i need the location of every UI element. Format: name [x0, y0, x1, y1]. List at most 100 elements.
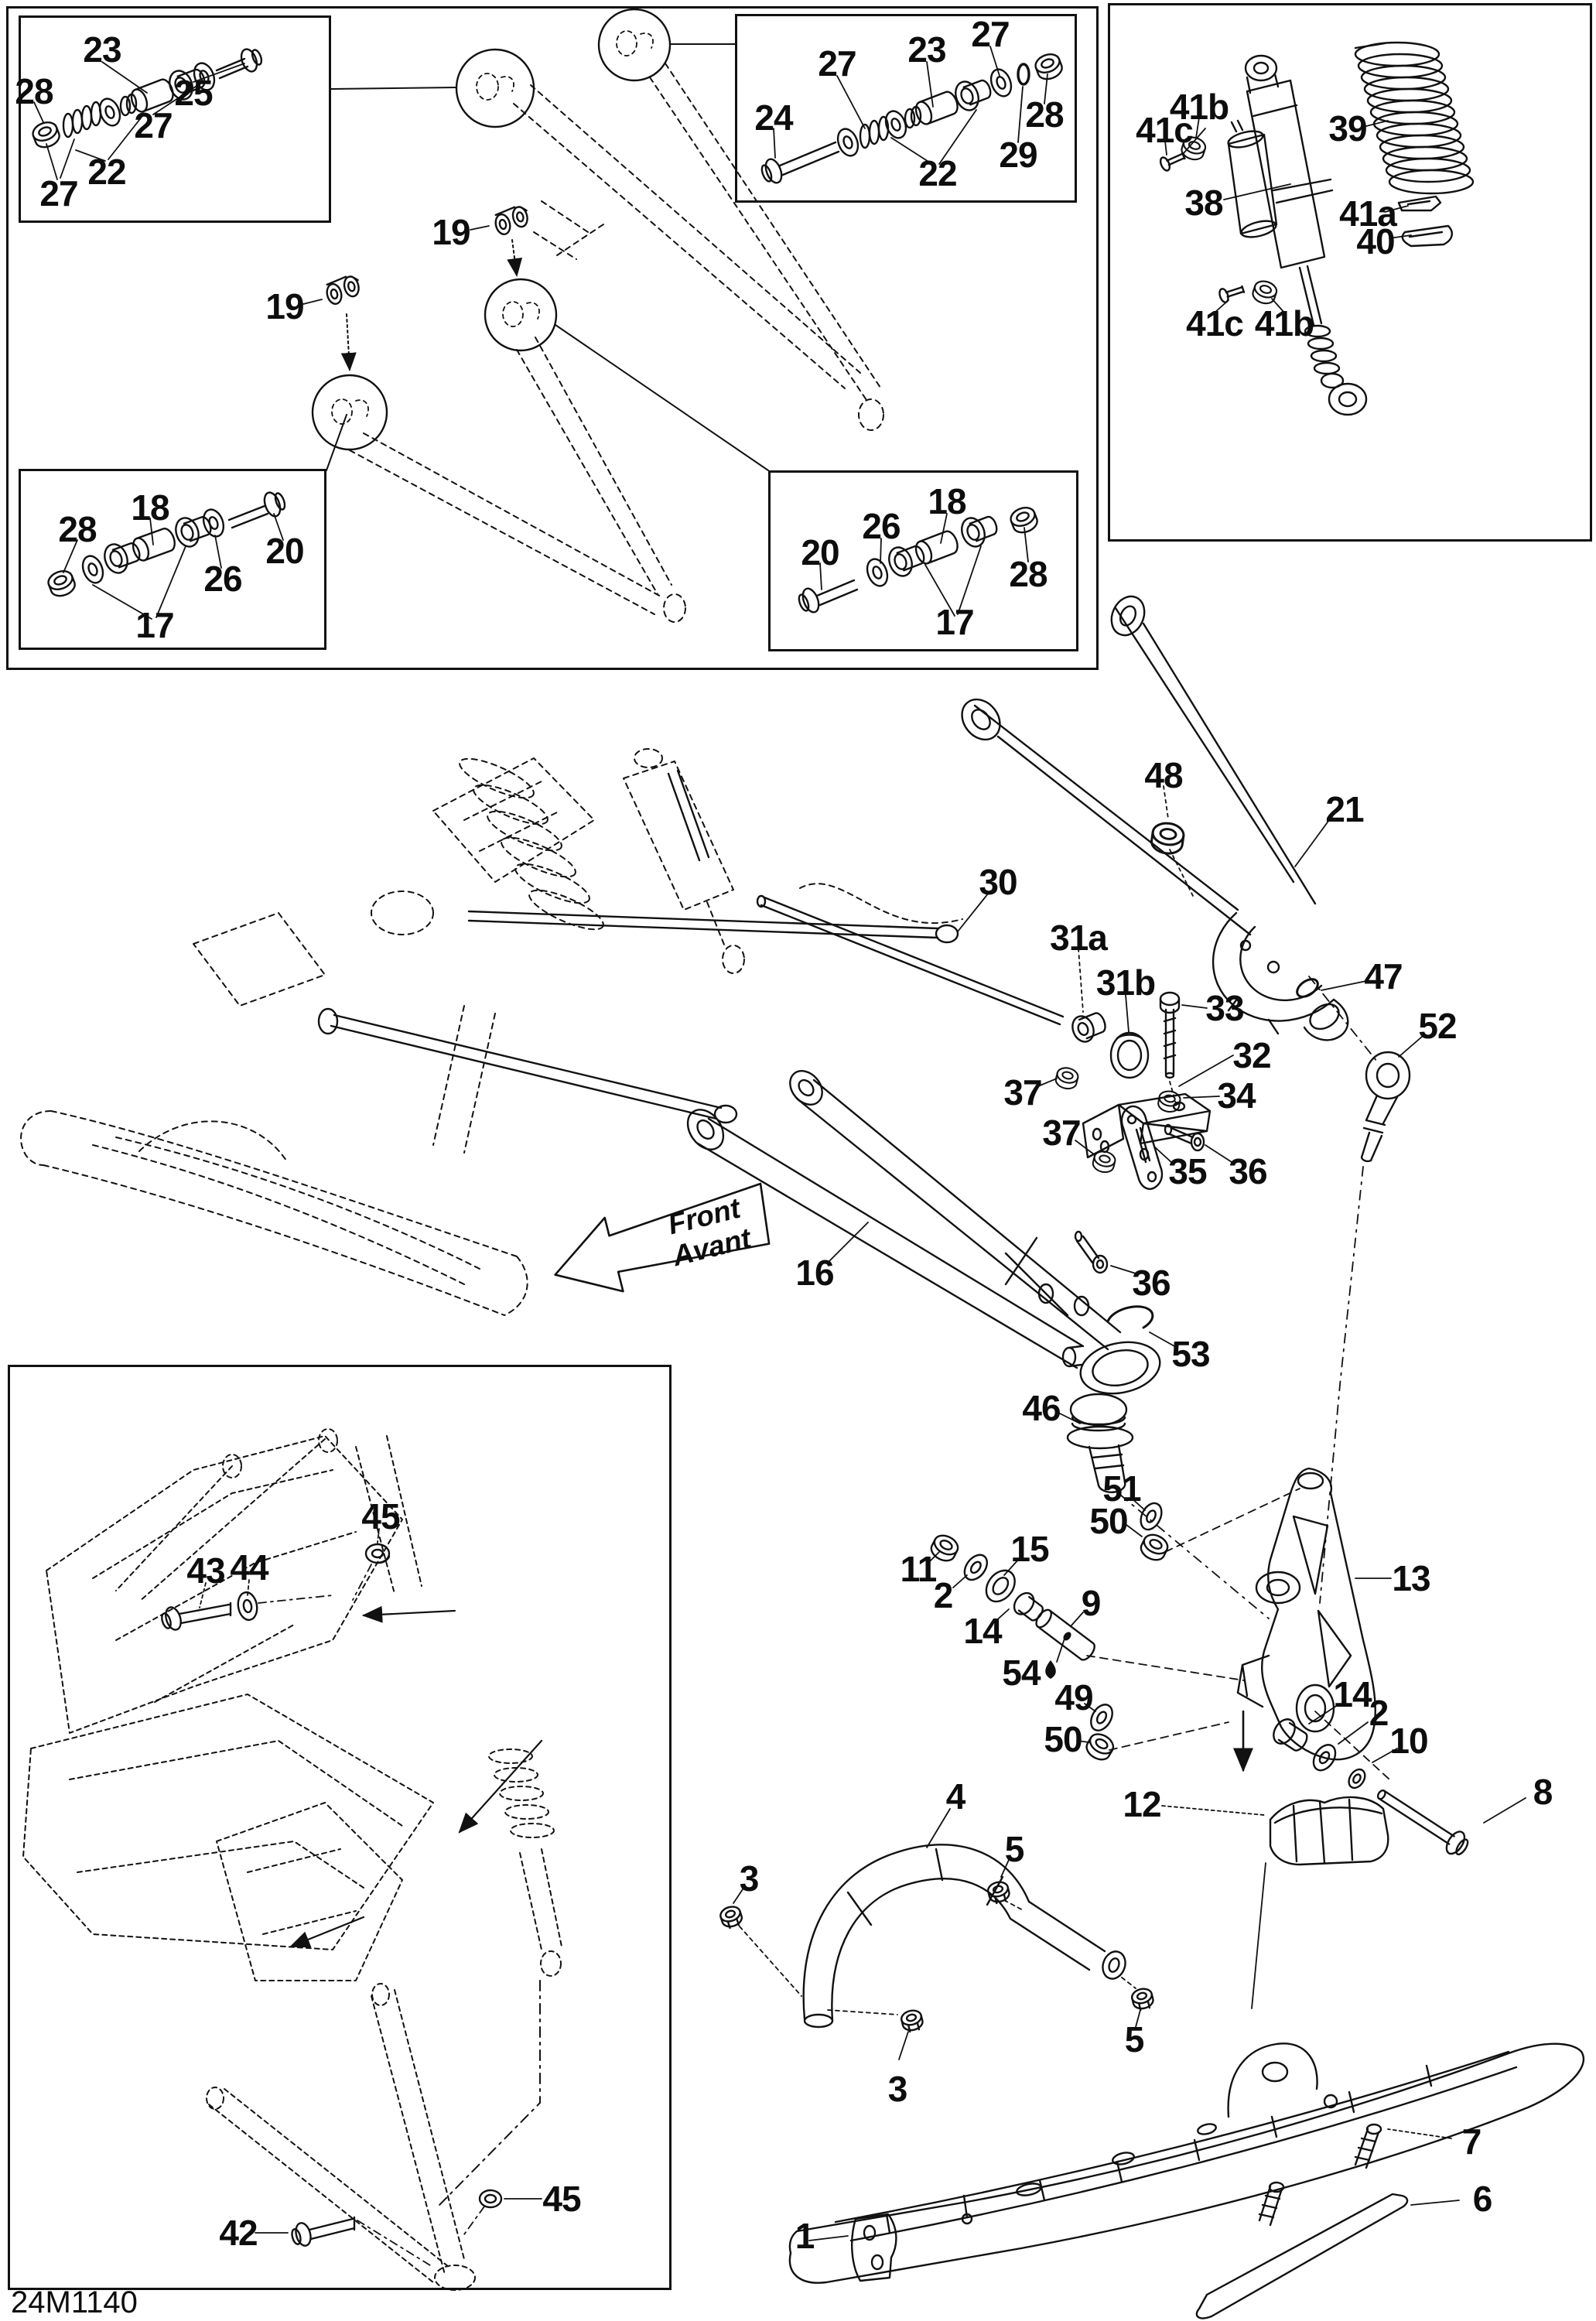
inset-box-upper-left [19, 15, 331, 223]
part-label-8-65: 8 [1533, 1772, 1553, 1812]
part-label-41b-32: 41b [1254, 303, 1314, 344]
ghost-a-arms-top [349, 63, 884, 623]
part-label-18-16: 18 [131, 487, 169, 528]
ghost-assembled-view [20, 748, 963, 1316]
tie-rod-end [1296, 976, 1411, 1604]
part-label-2-63: 2 [1369, 1693, 1389, 1733]
spring-seats [1397, 195, 1453, 248]
part-label-49-60: 49 [1054, 1677, 1093, 1718]
part-label-2-55: 2 [933, 1575, 954, 1615]
part-label-36-47: 36 [1132, 1263, 1171, 1303]
part-label-43-76: 43 [186, 1550, 225, 1591]
part-label-25-2: 25 [174, 73, 213, 113]
part-label-17-24: 17 [935, 602, 974, 642]
part-label-51-51: 51 [1102, 1468, 1141, 1509]
part-label-50-52: 50 [1089, 1501, 1128, 1541]
part-label-27-5: 27 [39, 173, 78, 214]
fasteners-51-50 [1123, 1497, 1172, 1565]
part-label-48-33: 48 [1144, 755, 1183, 795]
part-label-27-9: 27 [971, 14, 1010, 54]
part-label-11-54: 11 [900, 1549, 938, 1589]
part-label-9-58: 9 [1081, 1583, 1102, 1623]
part-label-13-53: 13 [1392, 1558, 1430, 1598]
kit-upper-middle [760, 46, 1066, 184]
tie-rod-30 [756, 894, 1150, 1079]
ski [788, 2042, 1585, 2284]
part-label-45-79: 45 [542, 2179, 581, 2219]
part-label-38-28: 38 [1184, 183, 1223, 223]
pivot-chain-upper [927, 1530, 1245, 1681]
part-label-31a-36: 31a [1050, 918, 1108, 958]
part-label-21-34: 21 [1325, 789, 1364, 829]
part-label-22-4: 22 [87, 152, 126, 192]
kit-upper-left [29, 48, 263, 180]
part-label-34-42: 34 [1217, 1075, 1256, 1116]
part-label-5-68: 5 [1004, 1829, 1025, 1869]
inset-box-mid-left [19, 469, 326, 650]
part-label-26-17: 26 [203, 559, 242, 599]
part-label-42-78: 42 [219, 2213, 258, 2253]
part-label-14-57: 14 [963, 1611, 1002, 1651]
ghost-frame-inset [22, 1428, 562, 2291]
inset-box-shock [1108, 3, 1592, 542]
part-label-10-64: 10 [1389, 1721, 1428, 1761]
part-label-14-62: 14 [1333, 1674, 1372, 1714]
inset-hardware [161, 1528, 543, 2266]
part-label-15-56: 15 [1010, 1529, 1049, 1569]
part-label-35-45: 35 [1168, 1151, 1207, 1191]
shock-fasteners [1159, 117, 1412, 313]
part-label-40-30: 40 [1356, 221, 1395, 261]
part-label-23-1: 23 [83, 29, 121, 70]
part-label-16-48: 16 [795, 1253, 834, 1293]
leader-lines [827, 785, 1526, 1824]
part-label-3-69: 3 [739, 1858, 760, 1899]
part-label-23-8: 23 [907, 29, 946, 70]
fasteners-49-50 [1076, 1700, 1118, 1765]
part-label-4-67: 4 [945, 1776, 966, 1817]
part-label-12-66: 12 [1123, 1784, 1161, 1824]
part-label-41c-26: 41c [1136, 110, 1194, 150]
part-label-53-49: 53 [1171, 1334, 1210, 1374]
part-label-7-73: 7 [1461, 2121, 1482, 2162]
part-label-3-70: 3 [887, 2069, 908, 2109]
part-label-26-21: 26 [862, 506, 901, 546]
part-label-52-40: 52 [1418, 1006, 1457, 1046]
part-label-27-7: 27 [818, 43, 856, 84]
part-label-46-50: 46 [1022, 1388, 1061, 1428]
part-label-41b-25: 41b [1169, 87, 1229, 127]
part-label-28-15: 28 [58, 509, 97, 549]
part-label-32-41: 32 [1232, 1035, 1271, 1075]
part-label-29-11: 29 [999, 135, 1037, 175]
coil-spring [1354, 41, 1475, 195]
inset-box-upper-middle [735, 14, 1077, 203]
part-label-37-44: 37 [1042, 1113, 1081, 1153]
part-label-33-38: 33 [1205, 988, 1244, 1028]
part-label-20-20: 20 [801, 532, 839, 573]
part-label-6-74: 6 [1472, 2179, 1493, 2219]
part-label-54-59: 54 [1002, 1653, 1041, 1693]
ghost-tie-rods [317, 769, 959, 1124]
lower-a-arm [686, 1070, 1270, 1619]
part-label-1-72: 1 [795, 2216, 815, 2256]
callout-circles [311, 8, 769, 471]
clamp-19-parts [302, 206, 528, 371]
part-label-44-77: 44 [230, 1547, 268, 1588]
part-label-41c-31: 41c [1186, 303, 1244, 344]
front-direction-arrow [554, 1182, 771, 1293]
inset-box-frame-mount [8, 1365, 672, 2290]
drawing-code: 24M1140 [11, 2285, 138, 2319]
part-label-28-0: 28 [15, 71, 53, 111]
ski-handle [717, 1808, 1156, 2060]
section-box-front-suspension [6, 6, 1099, 670]
part-label-22-12: 22 [918, 153, 957, 193]
part-label-41a-29: 41a [1339, 193, 1397, 234]
kit-mid-left [44, 491, 286, 620]
part-label-28-10: 28 [1025, 94, 1064, 135]
part-label-19-13: 19 [265, 286, 304, 326]
part-label-19-14: 19 [432, 212, 470, 252]
part-label-18-22: 18 [928, 481, 966, 521]
part-label-37-43: 37 [1003, 1072, 1042, 1113]
part-label-30-35: 30 [979, 862, 1017, 902]
part-label-24-6: 24 [754, 97, 793, 138]
